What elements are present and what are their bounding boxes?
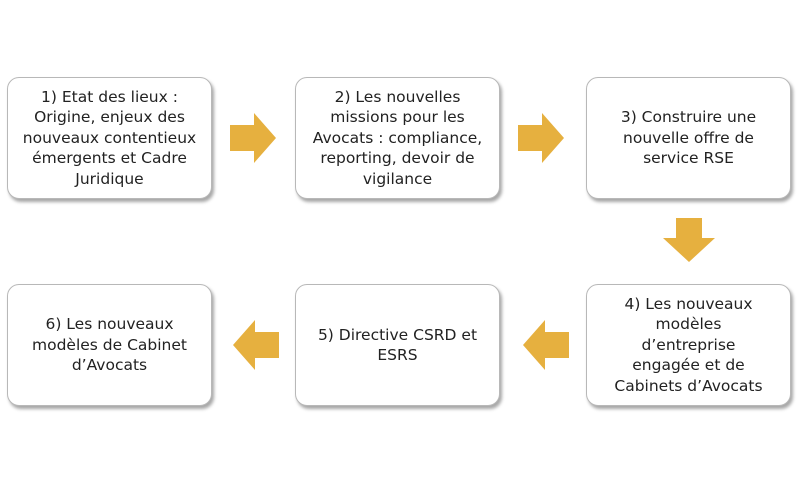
step-6-box: 6) Les nouveaux modèles de Cabinet d’Avo… (7, 284, 212, 406)
step-3-box: 3) Construire une nouvelle offre de serv… (586, 77, 791, 199)
arrow-left-icon (523, 320, 569, 370)
arrow-left-icon (233, 320, 279, 370)
step-5-box: 5) Directive CSRD et ESRS (295, 284, 500, 406)
step-5-label: 5) Directive CSRD et ESRS (317, 325, 478, 365)
arrow-right-icon (230, 113, 276, 163)
arrow-down-icon (663, 218, 715, 262)
step-2-box: 2) Les nouvelles missions pour les Avoca… (295, 77, 500, 199)
step-3-label: 3) Construire une nouvelle offre de serv… (620, 108, 757, 168)
step-4-box: 4) Les nouveaux modèles d’entreprise eng… (586, 284, 791, 406)
step-1-label: 1) Etat des lieux : Origine, enjeux des … (22, 87, 197, 188)
step-1-box: 1) Etat des lieux : Origine, enjeux des … (7, 77, 212, 199)
step-6-label: 6) Les nouveaux modèles de Cabinet d’Avo… (31, 315, 187, 375)
arrow-right-icon (518, 113, 564, 163)
step-2-label: 2) Les nouvelles missions pour les Avoca… (312, 87, 483, 188)
step-4-label: 4) Les nouveaux modèles d’entreprise eng… (614, 294, 763, 395)
